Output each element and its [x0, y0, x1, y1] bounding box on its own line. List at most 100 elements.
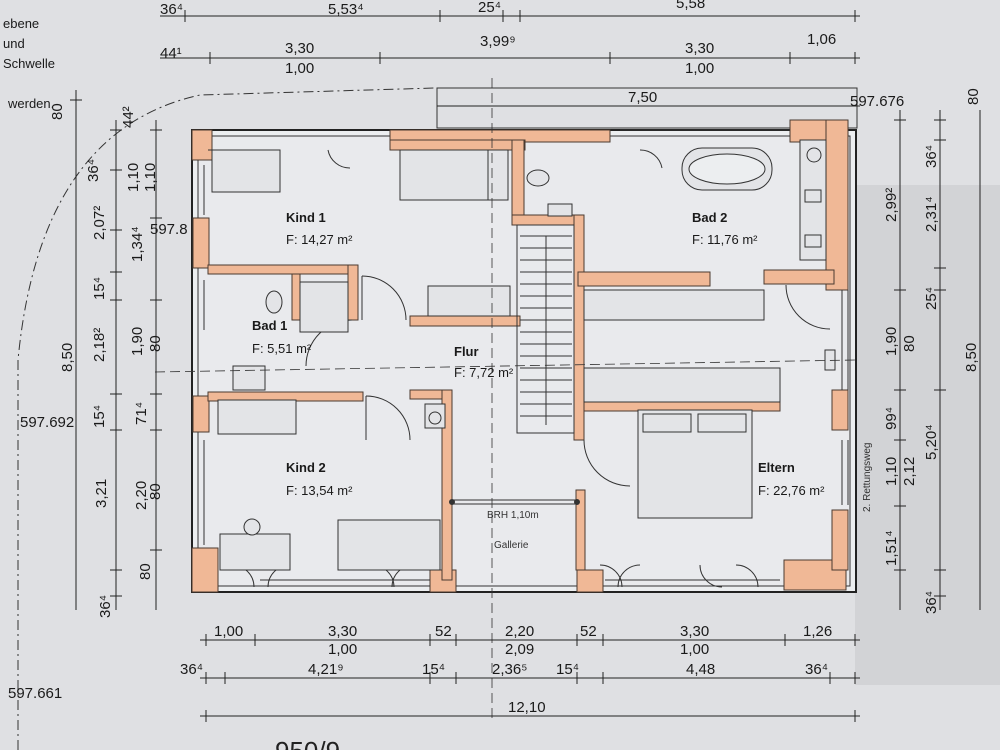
dim-left-a1: 36⁴ [85, 159, 102, 182]
room-bad2-name: Bad 2 [692, 210, 727, 225]
elevation-left-mid: 597.692 [20, 414, 74, 431]
inner-walls [207, 139, 835, 581]
dim-top-row0-c: 25⁴ [478, 0, 501, 16]
dim-bot-r1-a: 1,00 [214, 623, 243, 640]
dim-right-a10: 36⁴ [923, 591, 940, 614]
dim-left-top80: 80 [49, 103, 66, 120]
dim-top-row1-b2: 1,00 [285, 60, 314, 77]
toilet-bad1 [265, 290, 283, 314]
elevation-top-right: 597.676 [850, 93, 904, 110]
dim-right-a3: 2,31⁴ [923, 196, 940, 232]
right-dimension-lines [894, 110, 981, 610]
gallery-railing [449, 499, 580, 505]
room-bad1-area: F: 5,51 m² [252, 341, 312, 356]
room-bad2-area: F: 11,76 m² [692, 232, 758, 247]
note-line1: ebene [3, 16, 39, 31]
left-dimension-lines [70, 90, 162, 610]
dim-left-b1: 1,10 [125, 163, 142, 192]
dim-right-a7: 5,20⁴ [923, 424, 940, 460]
bottom-dimension-lines [200, 634, 860, 722]
bed-kind2 [337, 519, 441, 571]
dim-left-b2: 1,90 [129, 327, 146, 356]
shower-bad1 [299, 281, 349, 333]
dim-left-b3: 71⁴ [133, 402, 150, 425]
staircase [516, 224, 575, 434]
dim-top-row2: 7,50 [628, 89, 657, 106]
sofa-flur [427, 285, 511, 317]
dim-bot-r1-e: 52 [580, 623, 597, 640]
toilet-bad2 [526, 169, 550, 187]
dim-bot-r2-b: 4,21⁹ [308, 661, 344, 678]
dim-right-a1: 36⁴ [923, 145, 940, 168]
dim-right-a9: 1,51⁴ [883, 530, 900, 566]
dim-right-total: 8,50 [963, 343, 980, 372]
dim-bot-r1-b2: 1,00 [328, 641, 357, 658]
room-kind1-name: Kind 1 [286, 210, 326, 225]
dim-top-row1-b: 3,30 [285, 40, 314, 57]
dim-left-b4: 2,20 [133, 481, 150, 510]
dim-bot-r1-f2: 1,00 [680, 641, 709, 658]
dim-bot-r2-d: 2,36⁵ [492, 661, 527, 678]
dim-top-row0-b: 5,53⁴ [328, 1, 364, 18]
dim-left-a3: 1,34⁴ [129, 226, 146, 262]
dim-left-b2b: 80 [147, 335, 164, 352]
elevation-bottom-left: 597.661 [8, 685, 62, 702]
escape-route-label: 2. Rettungsweg [862, 443, 873, 513]
dim-bot-r2-e: 15⁴ [556, 661, 579, 678]
room-flur-name: Flur [454, 344, 479, 359]
dim-top-row1-d2: 1,00 [685, 60, 714, 77]
desk-kind1 [211, 149, 281, 193]
roof-overhang [436, 87, 858, 129]
dim-top-right-80: 80 [965, 88, 982, 105]
room-kind2-area: F: 13,54 m² [286, 483, 353, 498]
dim-bot-r1-c: 52 [435, 623, 452, 640]
room-kind1-area: F: 14,27 m² [286, 232, 353, 247]
room-kind2-name: Kind 2 [286, 460, 326, 475]
note-line2: und [3, 36, 25, 51]
dim-right-a8: 1,10 [883, 457, 900, 486]
plot-boundary [17, 87, 436, 750]
dim-bot-r1-g: 1,26 [803, 623, 832, 640]
sink-bad1 [232, 365, 266, 391]
shelf-kind2 [217, 399, 297, 435]
windows [197, 129, 849, 587]
gallery-brh: BRH 1,10m [487, 510, 539, 521]
dim-bot-r2-a: 36⁴ [180, 661, 203, 678]
furniture [211, 139, 836, 571]
dim-right-a2: 2,99² [883, 188, 900, 222]
dim-left-a9: 36⁴ [97, 595, 114, 618]
elevation-left-upper: 597.8 [150, 221, 188, 238]
dim-bot-r1-f: 3,30 [680, 623, 709, 640]
gallery-name: Gallerie [494, 540, 529, 551]
axis-lines [154, 78, 856, 720]
neighbor-area [855, 185, 1000, 685]
dim-right-a6: 99⁴ [883, 407, 900, 430]
dim-top-row1-a: 44¹ [160, 45, 182, 62]
dim-bot-r2-c: 15⁴ [422, 661, 445, 678]
dim-left-a2: 2,07² [91, 206, 108, 240]
top-dimension-lines [160, 10, 860, 107]
dim-left-a8: 80 [137, 563, 154, 580]
dim-right-a8b: 2,12 [901, 457, 918, 486]
dim-bot-r2-f: 4,48 [686, 661, 715, 678]
note-line3: Schwelle [3, 56, 55, 71]
dim-top-row0-a: 36⁴ [160, 1, 183, 18]
dim-right-a5b: 80 [901, 335, 918, 352]
dim-left-a4: 15⁴ [91, 277, 108, 300]
dim-top-row1-c: 3,99⁹ [480, 33, 516, 50]
dim-right-a4: 25⁴ [923, 287, 940, 310]
dim-bot-total: 12,10 [508, 699, 546, 716]
dim-right-a5: 1,90 [883, 327, 900, 356]
dim-bot-r2-g: 36⁴ [805, 661, 828, 678]
dim-left-a6: 15⁴ [91, 405, 108, 428]
dim-left-a7: 3,21 [93, 479, 110, 508]
wardrobe-1 [583, 289, 765, 321]
dim-top-row0-d: 5,58 [676, 0, 705, 12]
dim-left-a5: 2,18² [91, 328, 108, 362]
note-line4: werden. [7, 96, 54, 111]
dim-top-row1-e: 1,06 [807, 31, 836, 48]
desk-kind2 [219, 533, 291, 571]
room-flur-area: F: 7,72 m² [454, 365, 514, 380]
dim-bot-r1-d: 2,20 [505, 623, 534, 640]
